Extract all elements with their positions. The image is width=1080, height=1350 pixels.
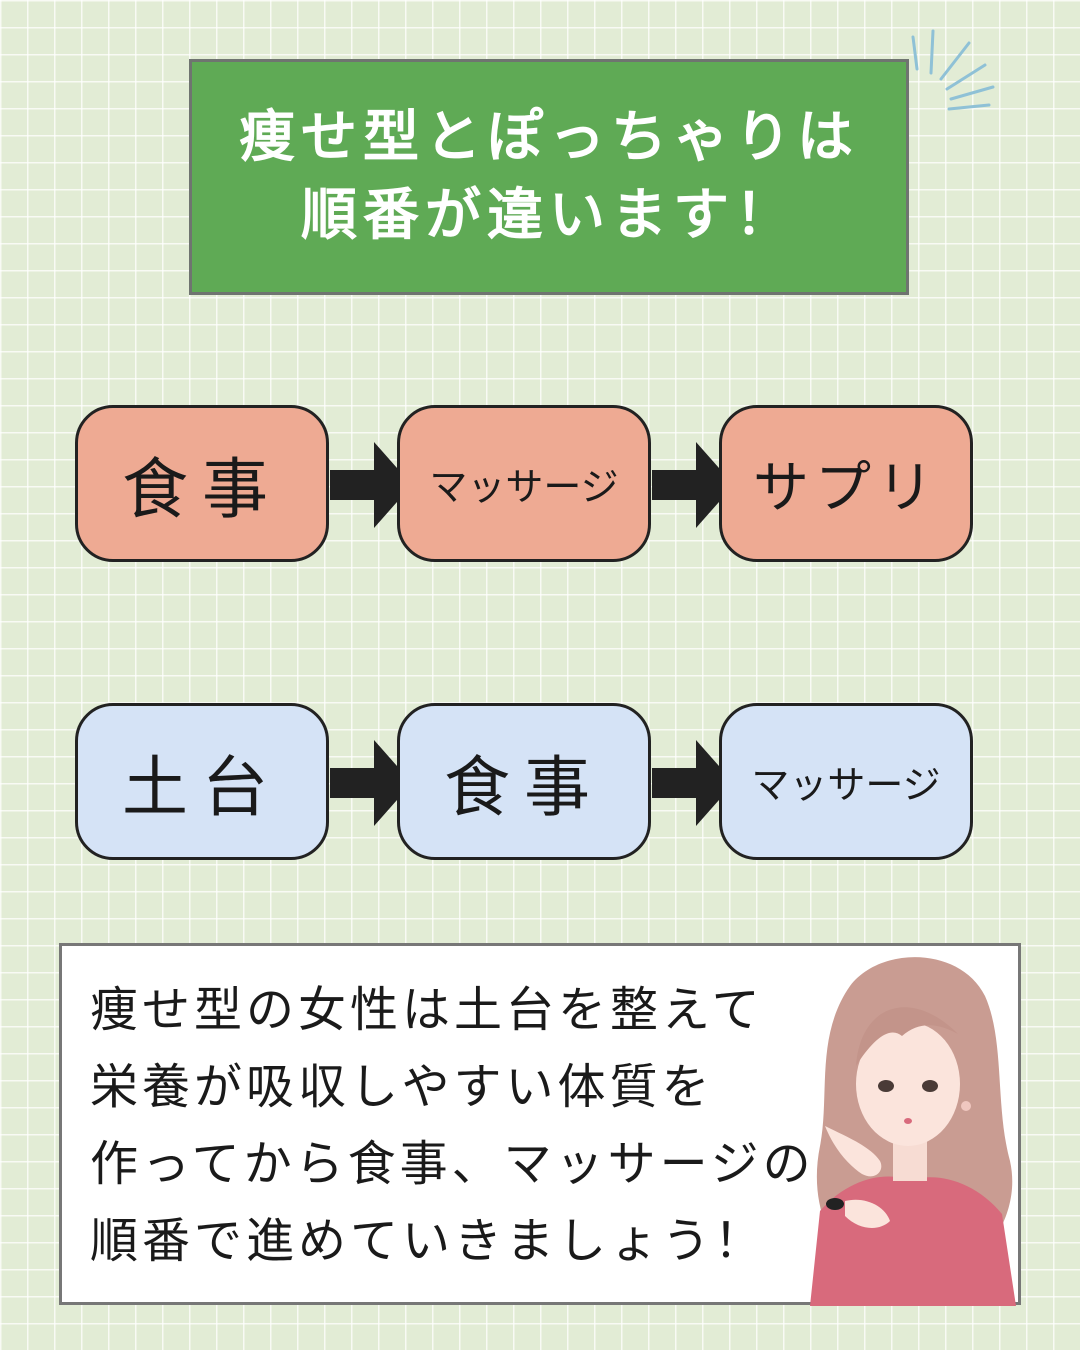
arrow-right-icon [652, 442, 734, 528]
step-label: サプリ [753, 456, 939, 521]
title-line-1: 痩せ型とぽっちゃりは [239, 105, 859, 170]
woman-illustration [810, 957, 1016, 1306]
flow-step-row2-2: 食事 [397, 703, 651, 860]
step-label: 土台 [122, 748, 282, 826]
flow-step-row1-2: マッサージ [397, 405, 651, 562]
explanation-box: 痩せ型の女性は土台を整えて 栄養が吸収しやすい体質を 作ってから食事、マッサージ… [59, 943, 1021, 1306]
arrow-right-icon [652, 740, 734, 826]
explanation-text: 痩せ型の女性は土台を整えて 栄養が吸収しやすい体質を 作ってから食事、マッサージ… [90, 972, 815, 1280]
step-label: マッサージ [429, 465, 619, 509]
explanation-line-2: 栄養が吸収しやすい体質を [90, 1059, 714, 1115]
flow-step-row2-3: マッサージ [719, 703, 973, 860]
explanation-line-4: 順番で進めていきましょう！ [90, 1213, 767, 1269]
title-banner: 痩せ型とぽっちゃりは 順番が違います！ [189, 59, 909, 295]
step-label: 食事 [444, 748, 604, 826]
arrow-right-icon [330, 442, 412, 528]
explanation-line-1: 痩せ型の女性は土台を整えて [90, 982, 764, 1038]
sparkle-lines-icon [911, 29, 995, 111]
explanation-line-3: 作ってから食事、マッサージの [90, 1136, 815, 1192]
flow-step-row1-3: サプリ [719, 405, 973, 562]
arrow-right-icon [330, 740, 412, 826]
step-label: 食事 [122, 450, 282, 528]
flow-step-row2-1: 土台 [75, 703, 329, 860]
flow-step-row1-1: 食事 [75, 405, 329, 562]
step-label: マッサージ [751, 763, 941, 807]
title-line-2: 順番が違います！ [301, 183, 797, 248]
